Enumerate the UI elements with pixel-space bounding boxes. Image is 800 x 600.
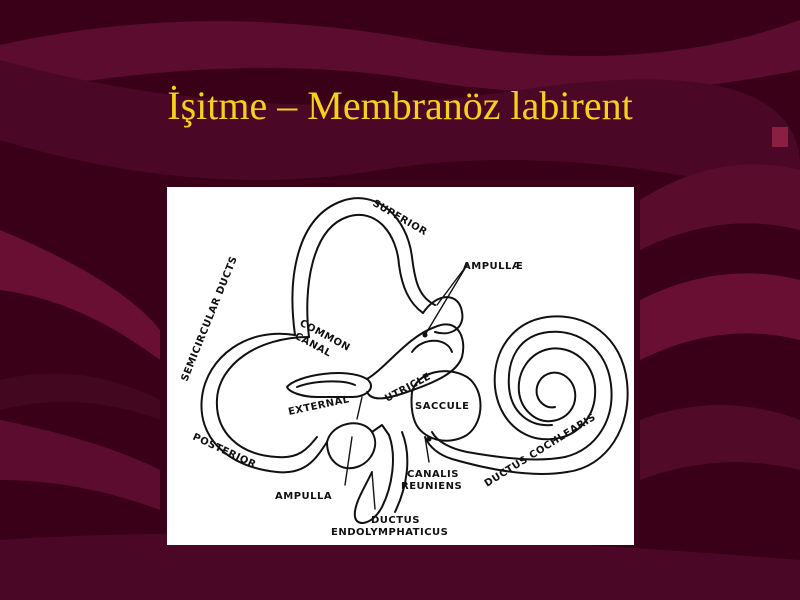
label-canalis: CANALIS [407,469,459,480]
saccule-outline [410,370,482,442]
reuniens-pointer-dot [426,436,432,442]
labyrinth-diagram: SUPERIOR SEMICIRCULAR DUCTS AMPULLÆ COMM… [180,197,629,538]
label-endolymphaticus: ENDOLYMPHATICUS [331,527,448,538]
label-ampulla: AMPULLA [275,491,332,502]
ductus-endolymphaticus-outline [353,434,394,524]
label-utricle: UTRICLE [383,371,433,404]
label-ductus: DUCTUS [371,515,420,526]
decorative-square [772,127,788,147]
label-saccule: SACCULE [415,401,469,412]
membranous-labyrinth-figure: SUPERIOR SEMICIRCULAR DUCTS AMPULLÆ COMM… [167,187,634,545]
utricle-outline [366,323,465,400]
label-ampullae: AMPULLÆ [463,261,523,272]
ampullae-pointer-dot [422,332,428,338]
posterior-duct-outline [200,332,328,474]
label-semicircular-ducts: SEMICIRCULAR DUCTS [180,255,240,383]
external-duct-outline [286,372,372,398]
superior-duct-outline [291,197,436,336]
cochlear-duct-outline [493,315,629,473]
slide-title: İşitme – Membranöz labirent [167,83,633,128]
label-reuniens: REUNIENS [401,481,462,492]
label-superior: SUPERIOR [371,198,429,238]
